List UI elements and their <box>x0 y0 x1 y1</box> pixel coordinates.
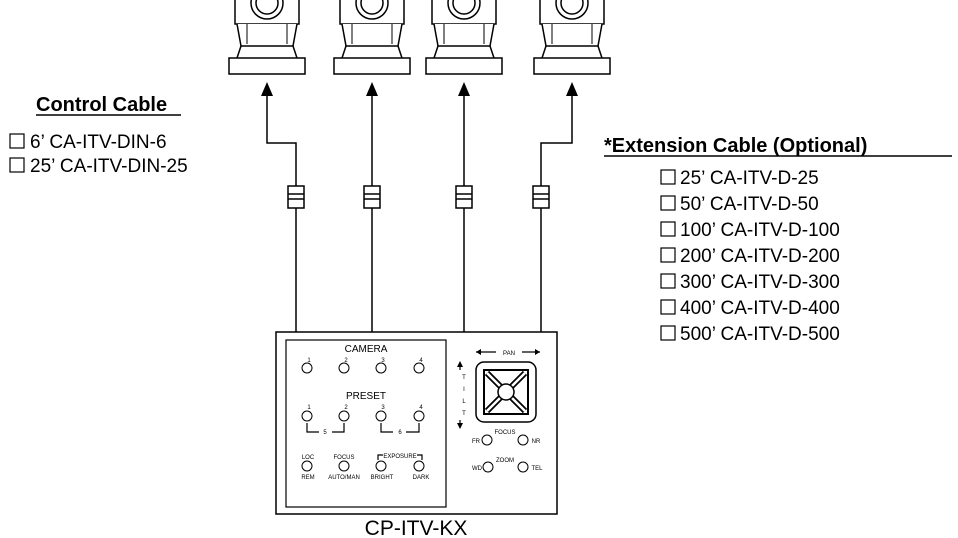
preset-combo-label: 5 <box>323 430 327 436</box>
zoom-label: ZOOM <box>496 458 514 464</box>
pan-label: PAN <box>503 351 515 357</box>
loc-rem-button[interactable] <box>301 460 313 472</box>
arrow-down-icon <box>457 423 463 429</box>
fr-label: FR <box>472 439 481 445</box>
exposure-label: EXPOSURE <box>383 454 416 460</box>
preset-label: PRESET <box>346 391 386 402</box>
cable-1 <box>266 90 297 308</box>
extension-cable-option: 500’ CA-ITV-D-500 <box>680 324 840 345</box>
focus-near-button[interactable] <box>517 434 529 446</box>
extension-cable-option: 25’ CA-ITV-D-25 <box>680 168 819 189</box>
focus-far-button[interactable] <box>481 434 493 446</box>
bright-button[interactable] <box>375 460 387 472</box>
exposure-bracket <box>377 454 423 460</box>
preset-button[interactable] <box>338 410 350 422</box>
camera-label: CAMERA <box>345 344 388 355</box>
camera-3-icon <box>425 0 503 75</box>
tilt-letter: I <box>463 387 465 393</box>
nr-label: NR <box>532 439 541 445</box>
cable-lines <box>266 90 573 332</box>
camera-number: 2 <box>344 358 348 364</box>
focus-auto-man-button[interactable] <box>338 460 350 472</box>
dark-label: DARK <box>413 475 430 481</box>
checkbox-icon <box>9 133 25 149</box>
cable-connector-icon <box>455 185 473 209</box>
checkbox-icon <box>660 195 676 211</box>
checkbox-icon <box>660 325 676 341</box>
camera-button[interactable] <box>375 362 387 374</box>
camera-button[interactable] <box>301 362 313 374</box>
preset-button[interactable] <box>413 410 425 422</box>
preset-combo-label: 6 <box>398 430 402 436</box>
extension-cable-option: 400’ CA-ITV-D-400 <box>680 298 840 319</box>
checkbox-icon <box>660 273 676 289</box>
camera-number: 4 <box>419 358 423 364</box>
preset-number: 1 <box>307 405 311 411</box>
tel-label: TEL <box>531 466 543 472</box>
tilt-letter: L <box>462 399 466 405</box>
preset-number: 3 <box>381 405 385 411</box>
pan-tilt-section: PAN T I L T <box>456 347 540 429</box>
arrow-up-icon <box>366 82 378 96</box>
camera-1-icon <box>228 0 306 75</box>
camera-4-icon <box>533 0 611 75</box>
zoom-wide-button[interactable] <box>482 461 494 473</box>
preset-number: 2 <box>344 405 348 411</box>
focus-label: FOCUS <box>334 455 355 461</box>
dark-button[interactable] <box>413 460 425 472</box>
control-cable-title: Control Cable <box>36 94 167 116</box>
camera-button[interactable] <box>413 362 425 374</box>
focus-label: FOCUS <box>495 430 516 436</box>
checkbox-icon <box>660 299 676 315</box>
arrow-up-icon <box>566 82 578 96</box>
arrowheads <box>261 82 578 96</box>
arrow-up-icon <box>458 82 470 96</box>
focus-zoom-section: FOCUS FR NR ZOOM WD TEL <box>472 430 543 473</box>
rem-label: REM <box>301 475 314 481</box>
extension-cable-title: *Extension Cable (Optional) <box>604 135 867 157</box>
cable-connector-icon <box>363 185 381 209</box>
wd-label: WD <box>472 466 483 472</box>
checkbox-icon <box>660 169 676 185</box>
preset-combo-bracket <box>306 423 345 433</box>
extension-cable-options: 25’ CA-ITV-D-25 50’ CA-ITV-D-50 100’ CA-… <box>660 168 840 345</box>
bright-label: BRIGHT <box>371 475 394 481</box>
auto-man-label: AUTO/MAN <box>328 475 360 481</box>
cable-connector-icon <box>287 185 305 209</box>
extension-cable-option: 200’ CA-ITV-D-200 <box>680 246 840 267</box>
preset-button[interactable] <box>375 410 387 422</box>
arrow-left-icon <box>476 349 481 355</box>
camera-number: 1 <box>307 358 311 364</box>
arrow-up-icon <box>261 82 273 96</box>
controller-model-label: CP-ITV-KX <box>365 517 468 538</box>
control-cable-option: 25’ CA-ITV-DIN-25 <box>30 156 188 177</box>
zoom-tele-button[interactable] <box>517 461 529 473</box>
camera-number: 3 <box>381 358 385 364</box>
checkbox-icon <box>660 247 676 263</box>
camera-buttons: 1 2 3 4 <box>301 358 425 374</box>
preset-number: 4 <box>419 405 423 411</box>
controller-unit: CAMERA 1 2 3 4 PRESET 1 2 3 4 5 6 <box>275 331 558 515</box>
cable-connector-icon <box>532 185 550 209</box>
camera-2-icon <box>333 0 411 75</box>
preset-button[interactable] <box>301 410 313 422</box>
control-cable-option: 6’ CA-ITV-DIN-6 <box>30 132 167 153</box>
joystick-icon[interactable] <box>475 361 537 423</box>
loc-label: LOC <box>302 455 315 461</box>
extension-cable-option: 300’ CA-ITV-D-300 <box>680 272 840 293</box>
extension-cable-option: 50’ CA-ITV-D-50 <box>680 194 819 215</box>
tilt-letter: T <box>462 375 466 381</box>
arrow-up-icon <box>457 361 463 367</box>
bottom-buttons: LOC FOCUS EXPOSURE REM AUTO/MAN BRIGHT D… <box>301 454 429 481</box>
arrow-right-icon <box>535 349 540 355</box>
extension-cable-option: 100’ CA-ITV-D-100 <box>680 220 840 241</box>
preset-buttons: 1 2 3 4 5 6 <box>301 405 425 436</box>
preset-combo-bracket <box>380 423 420 433</box>
camera-button[interactable] <box>338 362 350 374</box>
checkbox-icon <box>660 221 676 237</box>
cable-4 <box>540 90 573 332</box>
checkbox-icon <box>9 157 25 173</box>
tilt-letter: T <box>462 411 466 417</box>
